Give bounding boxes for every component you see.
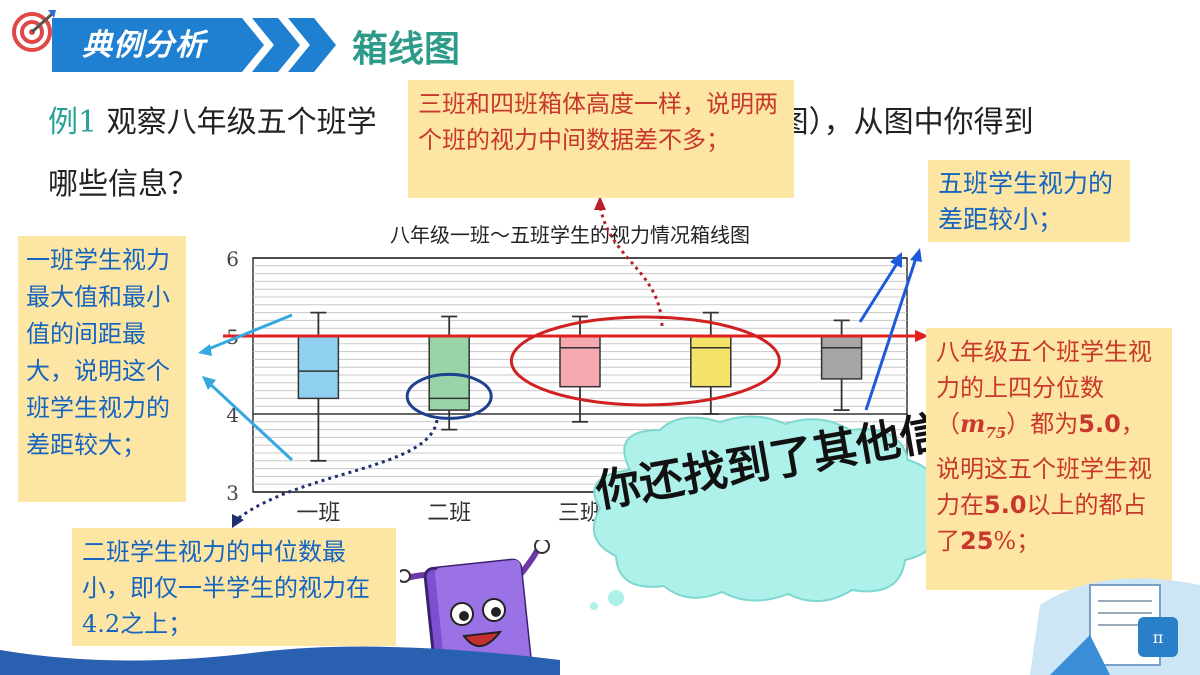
note-upper-quartile: 八年级五个班学生视力的上四分位数（m75）都为5.0，说明这五个班学生视力在5.… — [926, 328, 1172, 590]
arrow-head — [202, 376, 216, 390]
note-class3-class4: 三班和四班箱体高度一样，说明两个班的视力中间数据差不多； — [408, 80, 794, 198]
quartile-text-2: ）都为 — [1006, 410, 1079, 438]
arrow-class5-lower — [864, 257, 918, 411]
chart-title: 八年级一班～五班学生的视力情况箱线图 — [390, 223, 750, 247]
note-class1: 一班学生视力最大值和最小值的间距最大，说明这个班学生视力的差距较大； — [18, 236, 186, 502]
dotted-connector-class2 — [235, 419, 439, 522]
svg-text:π: π — [1153, 628, 1164, 647]
x-tick-label: 一班 — [296, 501, 340, 526]
y-tick-label: 3 — [226, 481, 239, 505]
quartile-value-1: 5.0 — [1078, 410, 1121, 438]
x-tick-label: 二班 — [427, 501, 471, 526]
banner-shape — [52, 18, 336, 72]
quartile-symbol: m — [960, 409, 986, 438]
quartile-subscript: 75 — [985, 423, 1007, 442]
dotted-connector-class34 — [598, 205, 664, 327]
thought-bubble — [590, 415, 938, 610]
arrow-class5-upper — [858, 261, 900, 323]
annotation-overlay — [198, 196, 929, 528]
example-question-line2: 哪些信息？ — [48, 167, 198, 202]
box-1 — [297, 335, 340, 400]
box-5 — [820, 335, 863, 380]
topic-title: 箱线图 — [352, 29, 461, 70]
quartile-text-1: 八年级五个班学生视力的上四分位数（ — [936, 338, 1152, 438]
quartile-value-3: 25 — [960, 526, 994, 555]
arrow-head — [198, 344, 212, 356]
highlight-ellipse-class2 — [405, 372, 493, 420]
arrow-class1-lower — [206, 380, 294, 462]
target-icon — [12, 10, 56, 52]
y-tick-label: 6 — [226, 247, 239, 271]
example-label: 例1 — [48, 105, 98, 140]
connector-arrow-head — [232, 514, 244, 528]
arrow-head — [890, 252, 902, 268]
arrow-class1-upper — [205, 313, 293, 352]
connector-arrow-head — [594, 196, 606, 210]
quartile-text-3: ，说明这五个班学生视力在 — [936, 410, 1152, 519]
quartile-text-5: %； — [993, 526, 1041, 555]
box-4 — [690, 335, 732, 388]
box-3 — [559, 335, 601, 388]
wave-decoration — [0, 646, 560, 675]
example-text-before: 观察八年级五个班学 — [106, 105, 377, 140]
example-text-after: 如图），从图中你得到 — [748, 105, 1034, 140]
quartile-text-4: 以上的都占了 — [936, 490, 1147, 555]
study-items-decoration: π — [1030, 578, 1200, 675]
note-class2: 二班学生视力的中位数最小，即仅一半学生的视力在 4.2之上； — [72, 528, 396, 646]
reference-arrow-head — [915, 330, 929, 342]
quartile-value-2: 5.0 — [984, 490, 1027, 519]
note-class5: 五班学生视力的差距较小； — [928, 160, 1130, 242]
banner-label: 典例分析 — [82, 28, 206, 63]
highlight-ellipse-class3-4 — [509, 315, 781, 407]
arrow-head — [910, 248, 922, 262]
example-question: 例1 观察八年级五个班学 如图），从图中你得到 — [48, 100, 1148, 146]
